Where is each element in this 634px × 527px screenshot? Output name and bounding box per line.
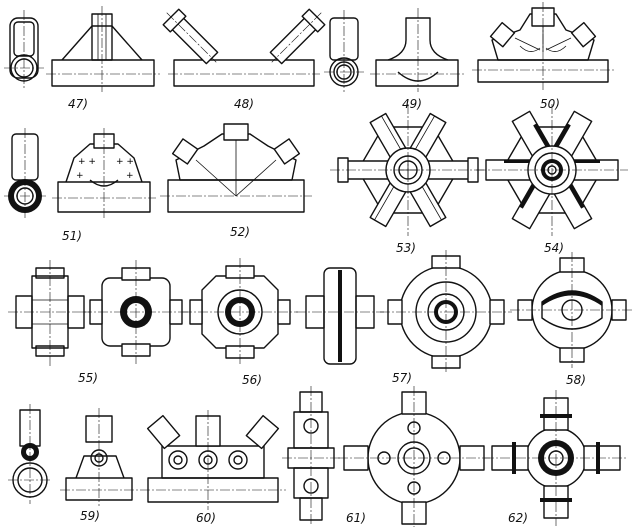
- figure-label-48: 48): [234, 97, 254, 111]
- svg-text:+ +: + +: [116, 157, 134, 167]
- figure-label-51: 51): [62, 229, 82, 243]
- figure-label-50: 50): [540, 97, 560, 111]
- figure-label-57: 57): [392, 371, 412, 385]
- figure-62: [484, 390, 628, 526]
- svg-text:+ +: + +: [78, 157, 96, 167]
- figure-49: [324, 8, 464, 92]
- figure-60: [140, 410, 286, 510]
- figure-label-52: 52): [230, 225, 250, 239]
- svg-text:+: +: [126, 171, 134, 181]
- figure-47-end-view: [4, 10, 44, 90]
- figure-48: [162, 8, 326, 87]
- figure-51: + + + + + +: [4, 128, 156, 218]
- figure-61-side-view: [282, 386, 340, 524]
- figure-51-side-view: + + + + + +: [52, 128, 156, 218]
- figure-58: [510, 252, 634, 368]
- figure-label-47: 47): [68, 97, 88, 111]
- figure-label-60: 60): [196, 511, 216, 525]
- figure-55: [8, 260, 92, 366]
- figure-label-49: 49): [402, 97, 422, 111]
- figure-label-56: 56): [242, 373, 262, 387]
- svg-text:+: +: [76, 171, 84, 181]
- figure-49-end-view: [324, 10, 364, 92]
- figure-59-side-view: [60, 408, 138, 506]
- figure-59-end-view: [8, 404, 52, 504]
- figure-label-55: 55): [78, 371, 98, 385]
- figure-label-62: 62): [508, 511, 528, 525]
- figure-49-side-view: [370, 8, 464, 92]
- figure-label-61: 61): [346, 511, 366, 525]
- figure-50: [472, 2, 614, 90]
- figure-59: [8, 404, 138, 506]
- figure-53: [330, 104, 486, 236]
- figure-57: [296, 250, 512, 374]
- figure-61: [282, 386, 490, 527]
- figure-label-54: 54): [544, 241, 564, 255]
- figure-54: [476, 104, 628, 236]
- figure-label-59: 59): [80, 509, 100, 523]
- figure-47-side-view: [46, 6, 160, 92]
- figure-57-side-view: [296, 267, 384, 365]
- figure-56: [82, 258, 298, 366]
- figure-52: [160, 123, 312, 213]
- figure-label-58: 58): [566, 373, 586, 387]
- figure-label-53: 53): [396, 241, 416, 255]
- figure-51-end-view: [4, 128, 46, 218]
- figure-47: [4, 6, 160, 92]
